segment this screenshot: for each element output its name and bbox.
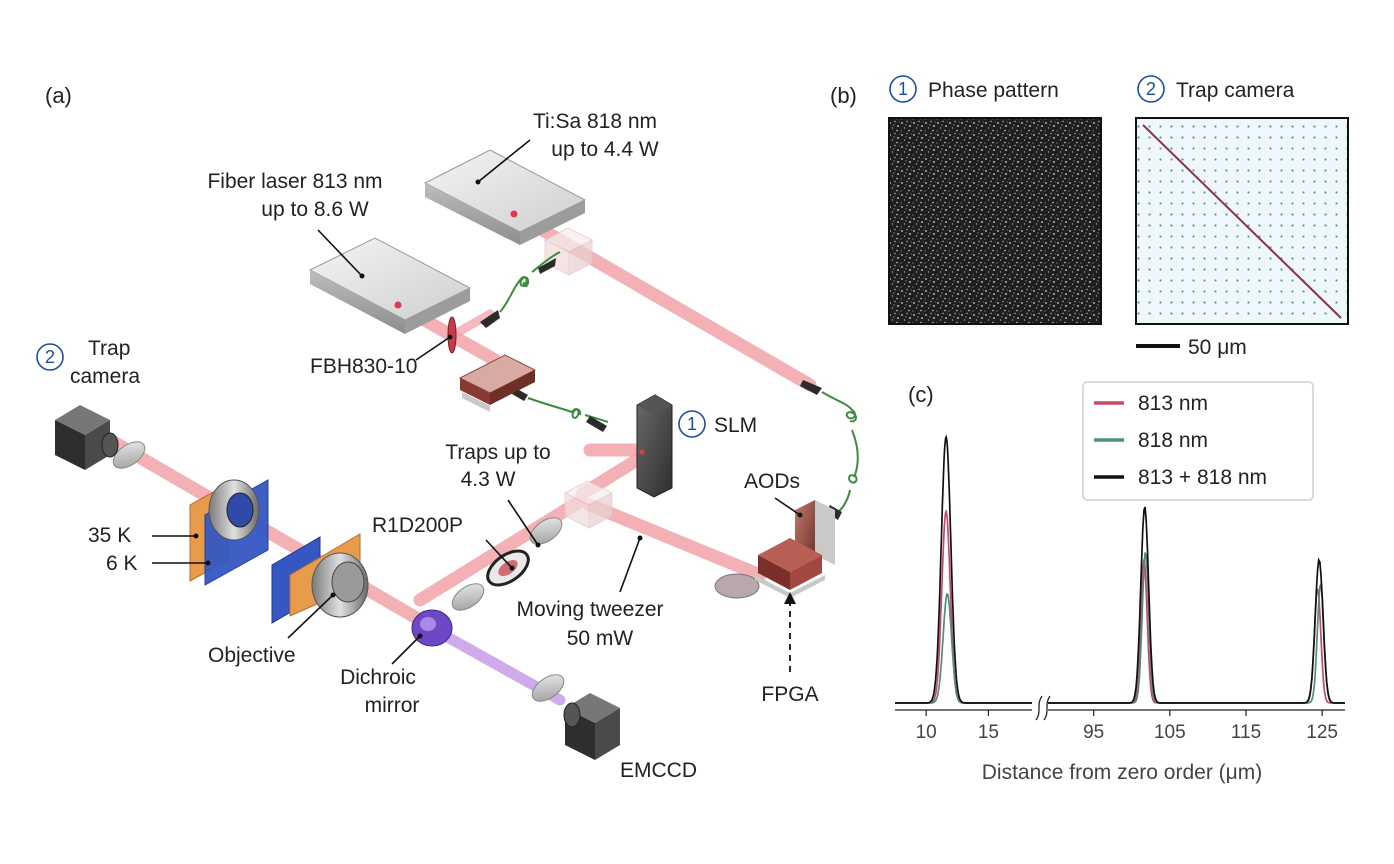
r1d200p-leader — [485, 539, 513, 569]
trap-path-lenses — [112, 441, 760, 702]
series-line-0 — [895, 508, 1345, 704]
trap-camera-device — [55, 405, 119, 470]
x-tick-label-3: 105 — [1154, 722, 1186, 743]
fiber-laser — [308, 237, 472, 334]
fbh-leader — [415, 336, 451, 361]
temp-35k-leader-dot — [193, 533, 199, 539]
aod-assembly — [755, 500, 835, 598]
dichroic-label-line2: mirror — [365, 694, 420, 717]
slm-badge: 1 — [678, 410, 706, 438]
phase-pattern-badge-number: 1 — [898, 79, 908, 99]
fiber-leader-dot — [359, 273, 365, 279]
fpga-label: FPGA — [761, 683, 818, 706]
fiber-label-line2: up to 8.6 W — [261, 198, 369, 221]
aods-leader — [774, 497, 801, 516]
series-line-2 — [895, 434, 1345, 704]
beam-splitter-cube-top — [543, 227, 594, 276]
trap-camera-badge: 2 — [36, 343, 64, 371]
aods-leader-dot — [797, 512, 803, 518]
x-tick-label-4: 115 — [1231, 722, 1261, 743]
emccd-device — [563, 693, 620, 760]
moving-tweezer-leader — [619, 537, 641, 593]
moving-tweezer-beam — [583, 498, 767, 582]
cryostat-objective — [189, 479, 369, 624]
legend-label-1: 818 nm — [1138, 429, 1208, 452]
slm-device — [636, 394, 673, 498]
axis-break-mark-left — [1035, 695, 1043, 721]
tisa-label-line2: up to 4.4 W — [551, 138, 659, 161]
trap-camera-label-line2: camera — [70, 365, 140, 388]
chart-x-axis-label: Distance from zero order (μm) — [982, 761, 1263, 784]
legend-box — [1082, 381, 1314, 501]
tisa-leader — [477, 139, 531, 183]
series-line-1 — [895, 552, 1345, 704]
chart-legend: 813 nm 818 nm 813 + 818 nm — [1082, 381, 1314, 501]
dichroic-label-line1: Dichroic — [340, 666, 416, 689]
pickoff-beam — [450, 309, 495, 339]
temp-35k-label: 35 K — [88, 524, 131, 547]
dichroic-leader-dot — [417, 633, 423, 639]
temp-6k-label: 6 K — [106, 552, 138, 575]
dichroic-mirror-device — [411, 609, 453, 647]
objective-label: Objective — [208, 644, 296, 667]
x-tick-label-2: 95 — [1083, 722, 1104, 743]
x-tick-label-1: 15 — [978, 722, 999, 743]
r1d200p-iris — [486, 549, 530, 587]
fbh-label: FBH830-10 — [310, 355, 417, 378]
traps-leader — [507, 499, 539, 546]
legend-label-2: 813 + 818 nm — [1138, 466, 1267, 489]
axis-break-mark-right — [1043, 695, 1051, 721]
emccd-label: EMCCD — [620, 759, 697, 782]
traps-label-line1: Traps up to — [445, 441, 550, 464]
r1d200p-label: R1D200P — [372, 514, 463, 537]
trap-beam — [413, 493, 589, 607]
legend-label-0: 813 nm — [1138, 392, 1208, 415]
traps-leader-dot — [535, 542, 541, 548]
aom-module — [458, 354, 537, 412]
tisa-leader-dot — [475, 179, 481, 185]
aods-label: AODs — [744, 470, 800, 493]
fiber-couplers — [480, 251, 859, 520]
fiber-leader — [317, 229, 363, 277]
panel-b-label: (b) — [830, 83, 857, 108]
phase-pattern-image — [888, 117, 1102, 325]
tisa-laser — [423, 149, 587, 245]
fbh-leader-dot — [447, 334, 453, 340]
traps-label-line2: 4.3 W — [461, 468, 516, 491]
chart-x-ticks: 10 15 95 105 115 125 — [916, 710, 1338, 743]
phase-pattern-badge: 1 — [889, 75, 917, 103]
trap-camera-image-badge-number: 2 — [1146, 79, 1156, 99]
fiber-label-line1: Fiber laser 813 nm — [207, 170, 382, 193]
slm-label: SLM — [714, 414, 757, 437]
slm-badge-number: 1 — [687, 414, 697, 434]
panel-c-label: (c) — [908, 382, 934, 407]
moving-tweezer-leader-dot — [637, 535, 643, 541]
trap-camera-image-title: Trap camera — [1176, 79, 1295, 102]
panel-a-label: (a) — [45, 83, 72, 108]
tisa-label-line1: Ti:Sa 818 nm — [533, 110, 657, 133]
spectrum-chart: 10 15 95 105 115 125 — [895, 434, 1345, 743]
trap-camera-label-line1: Trap — [88, 337, 130, 360]
objective-leader-dot — [330, 592, 336, 598]
r1d200p-leader-dot — [509, 565, 515, 571]
x-tick-label-5: 125 — [1306, 722, 1338, 743]
fpga-arrow-head — [784, 592, 796, 604]
moving-tweezer-label-line2: 50 mW — [567, 627, 634, 650]
moving-tweezer-label-line1: Moving tweezer — [516, 598, 663, 621]
dichroic-leader — [391, 635, 421, 665]
objective-leader — [287, 594, 334, 639]
trap-camera-image-badge: 2 — [1137, 75, 1165, 103]
beam-splitter-cube-bottom — [563, 480, 614, 529]
temp-6k-leader-dot — [205, 560, 211, 566]
chart-x-axis — [895, 695, 1345, 721]
phase-pattern-title: Phase pattern — [928, 79, 1059, 102]
x-tick-label-0: 10 — [916, 722, 937, 743]
trap-camera-badge-number: 2 — [45, 347, 55, 367]
moving-tweezer-trace — [1142, 124, 1342, 319]
scale-bar-label: 50 μm — [1188, 336, 1247, 359]
fbh830-filter — [447, 316, 457, 354]
chart-series-lines — [895, 434, 1345, 704]
